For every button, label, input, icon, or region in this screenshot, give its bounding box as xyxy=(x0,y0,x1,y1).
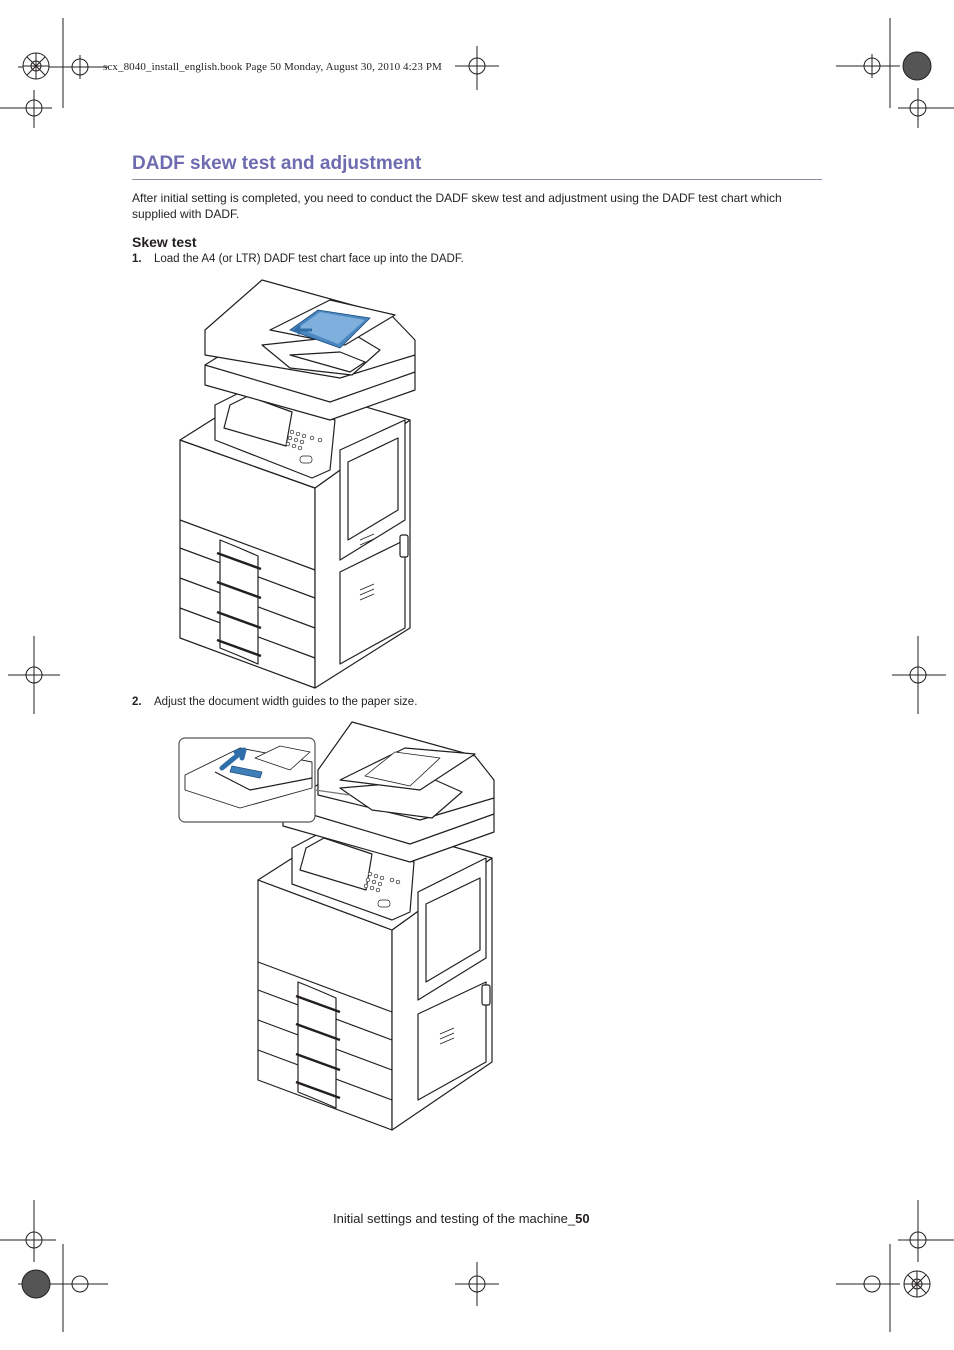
page-footer: Initial settings and testing of the mach… xyxy=(333,1211,590,1226)
step-number: 1. xyxy=(132,253,142,265)
registration-mark-icon xyxy=(898,1200,954,1262)
footer-text: Initial settings and testing of the mach… xyxy=(333,1211,576,1226)
crop-header-text: scx_8040_install_english.book Page 50 Mo… xyxy=(103,61,442,73)
step-1: 1. Load the A4 (or LTR) DADF test chart f… xyxy=(132,253,464,265)
section-title: DADF skew test and adjustment xyxy=(132,153,422,174)
intro-paragraph: After initial setting is completed, you … xyxy=(132,191,782,221)
registration-mark-icon xyxy=(0,1200,56,1262)
registration-mark-icon xyxy=(0,90,52,128)
step-text: Load the A4 (or LTR) DADF test chart fac… xyxy=(154,253,464,265)
color-bar-circle-icon xyxy=(903,1270,931,1298)
width-guide-icon xyxy=(229,765,263,779)
registration-mark-icon xyxy=(898,88,954,128)
registration-mark-icon xyxy=(455,46,499,90)
color-bar-dot-icon xyxy=(902,51,932,81)
arrow-icon xyxy=(219,747,247,771)
registration-mark-icon xyxy=(836,18,900,108)
page-number: 50 xyxy=(575,1211,590,1226)
step-text: Adjust the document width guides to the … xyxy=(154,696,418,708)
registration-mark-icon xyxy=(455,1262,499,1306)
step-2: 2. Adjust the document width guides to th… xyxy=(132,696,417,708)
title-divider xyxy=(132,179,822,180)
keypad-icon xyxy=(363,871,401,908)
step-number: 2. xyxy=(132,696,142,708)
arrow-icon xyxy=(292,324,312,336)
registration-mark-icon xyxy=(836,1244,900,1332)
registration-mark-icon xyxy=(8,636,60,714)
subheading-skew-test: Skew test xyxy=(132,234,197,250)
color-bar-dot-icon xyxy=(21,1269,51,1299)
registration-mark-icon xyxy=(892,636,946,714)
color-bar-circle-icon xyxy=(22,52,50,80)
keypad-icon xyxy=(285,429,323,464)
